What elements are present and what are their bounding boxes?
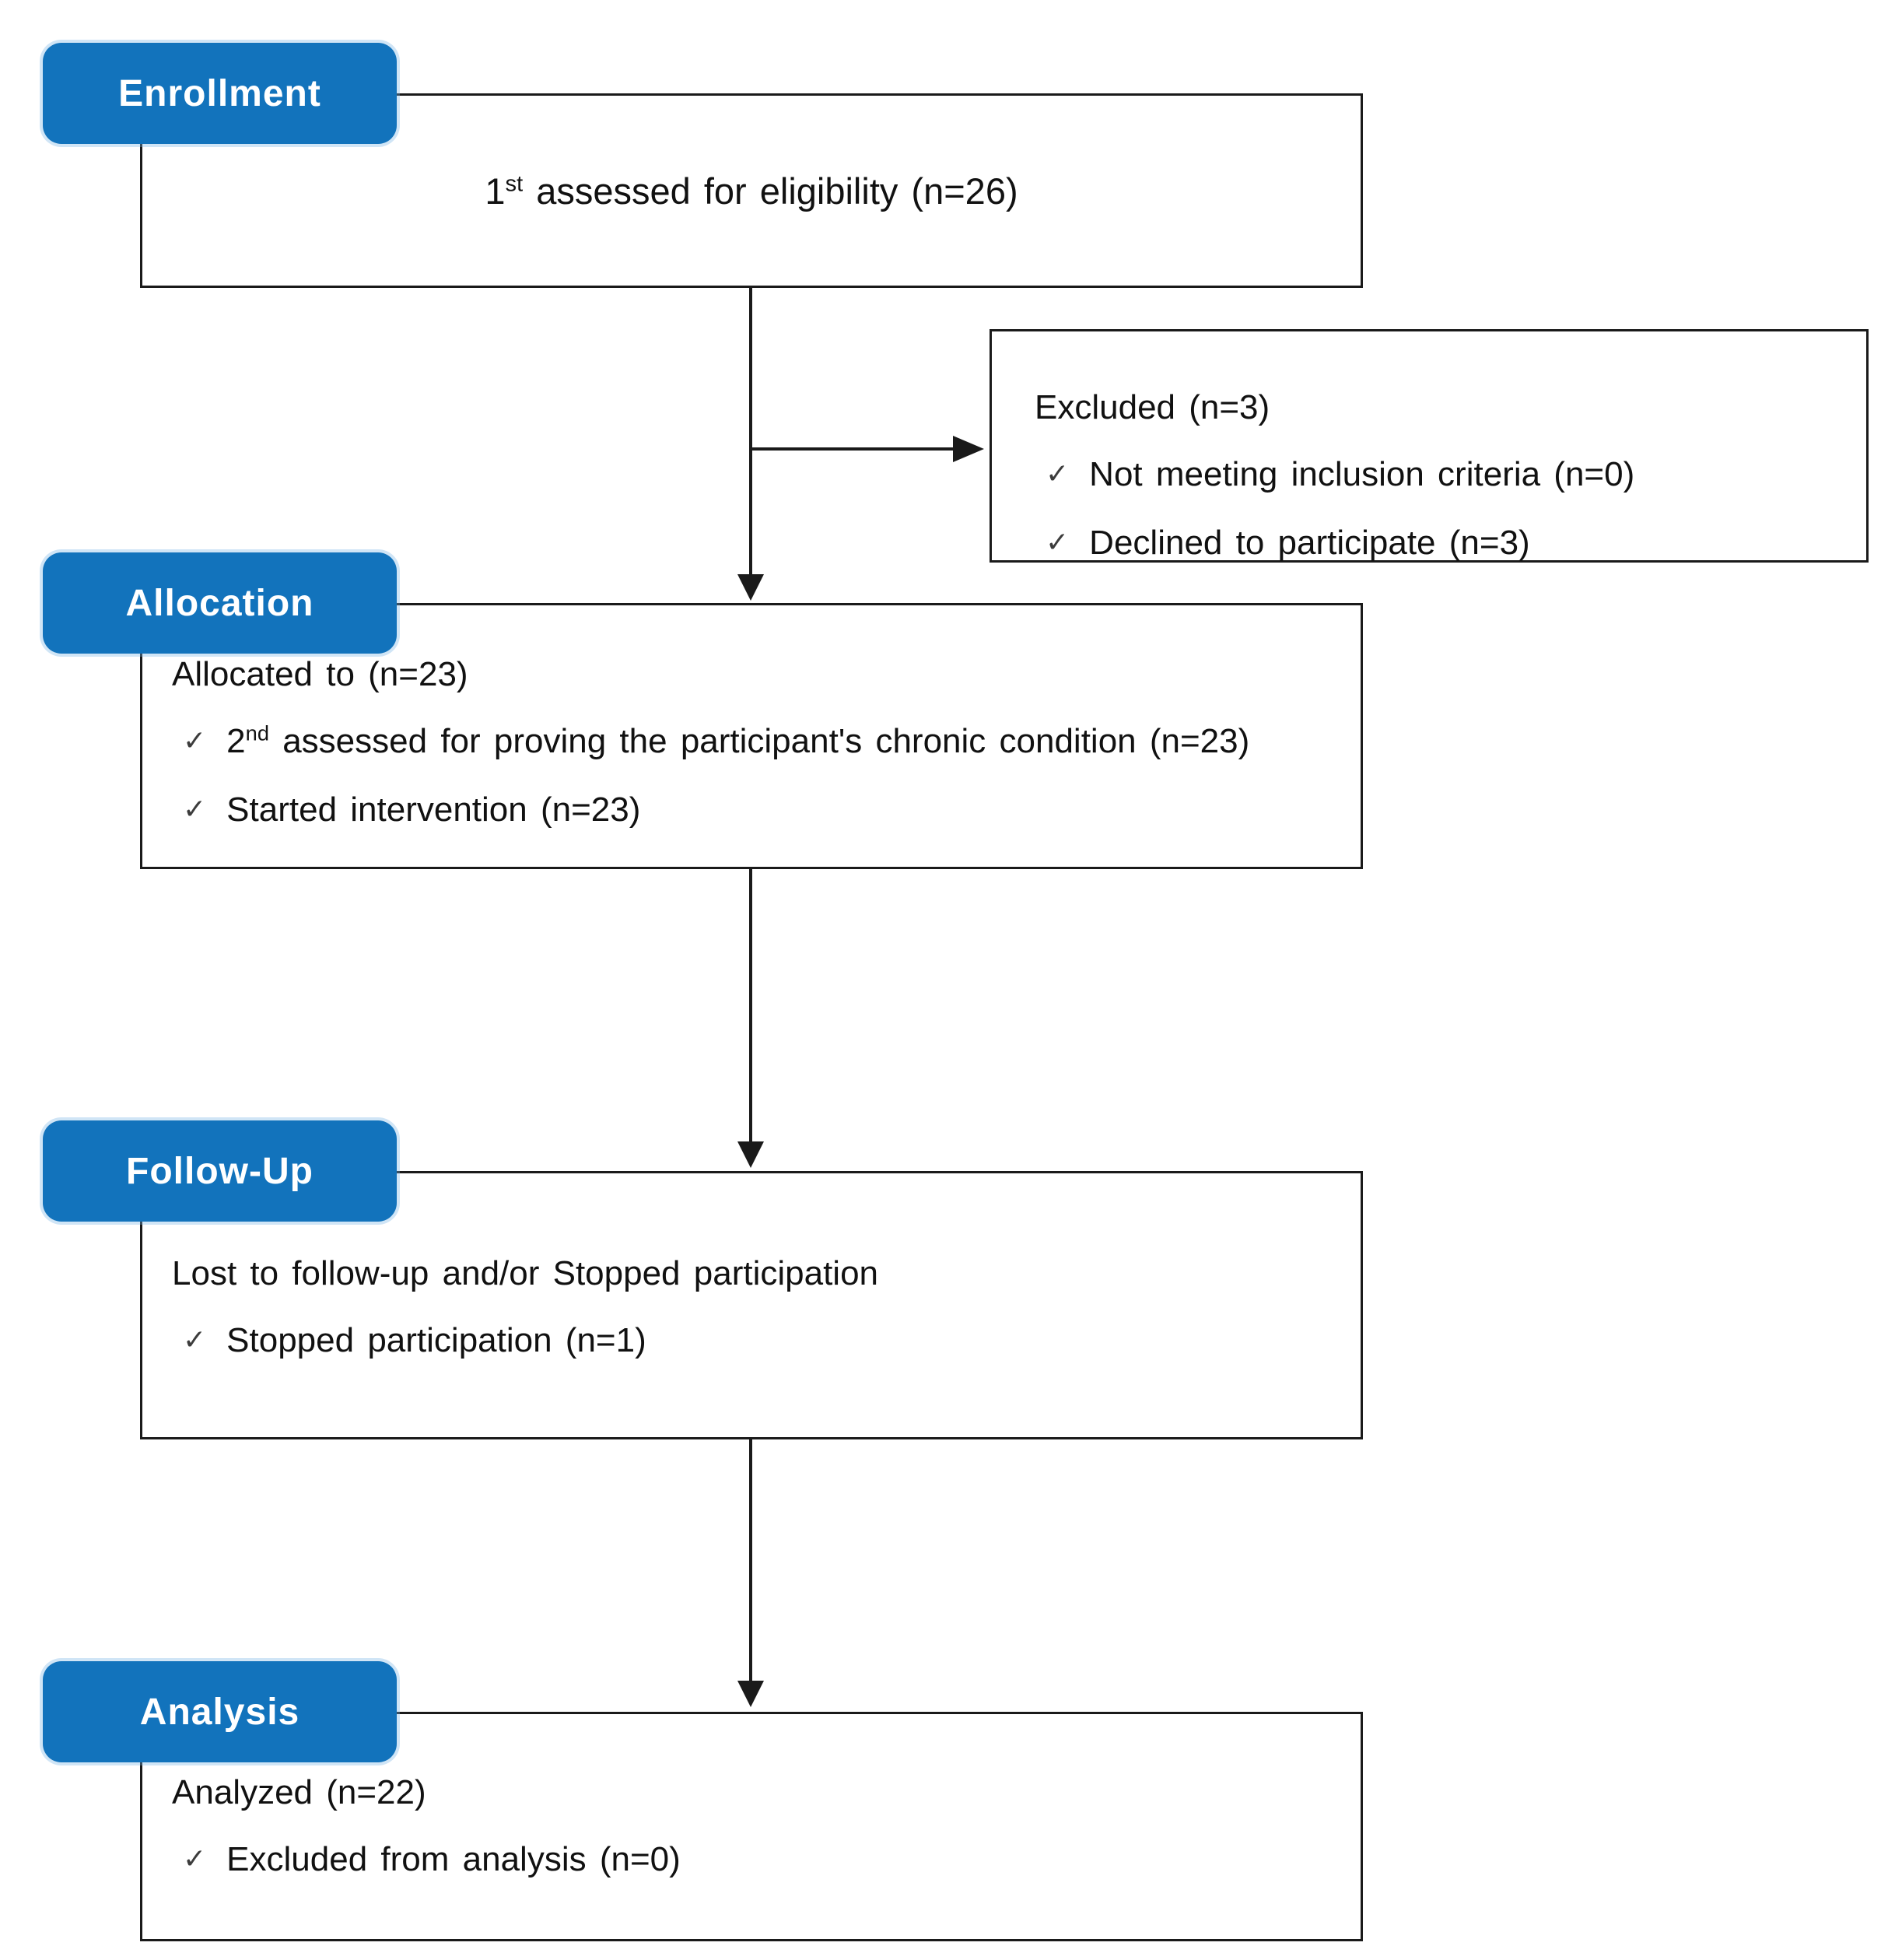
arrowhead-into-excluded [953,436,984,462]
check-icon: ✓ [183,793,207,825]
superscript-nd: nd [245,721,269,745]
followup-title: Lost to follow-up and/or Stopped partici… [172,1254,879,1292]
followup-stage-badge: Follow-Up [43,1120,397,1222]
connector-allocation-to-followup [749,869,752,1141]
check-icon: ✓ [183,1324,207,1355]
connector-followup-to-analysis [749,1439,752,1681]
excluded-title: Excluded (n=3) [1035,388,1270,426]
eligibility-text: 1st assessed for eligibility (n=26) [485,170,1018,212]
allocation-bullet-2: ✓Started intervention (n=23) [172,777,1345,845]
connector-eligibility-to-allocation [749,288,752,574]
arrowhead-into-analysis [737,1681,764,1707]
excluded-bullet-2: ✓Declined to participate (n=3) [1035,510,1843,578]
arrowhead-into-allocation [737,574,764,601]
allocation-bullet-1: ✓2nd assessed for proving the participan… [172,708,1345,777]
connector-to-excluded [751,447,953,451]
check-icon: ✓ [183,724,207,756]
excluded-bullet-1: ✓Not meeting inclusion criteria (n=0) [1035,441,1843,510]
allocation-title: Allocated to (n=23) [172,655,468,693]
allocation-stage-badge: Allocation [43,552,397,654]
analysis-title: Analyzed (n=22) [172,1773,426,1811]
superscript-st: st [505,170,524,196]
analysis-stage-badge: Analysis [43,1661,397,1762]
check-icon: ✓ [183,1843,207,1874]
excluded-box: Excluded (n=3) ✓Not meeting inclusion cr… [990,329,1869,563]
analysis-bullet-1: ✓Excluded from analysis (n=0) [172,1826,1345,1895]
check-icon: ✓ [1046,458,1070,489]
check-icon: ✓ [1046,526,1070,558]
arrowhead-into-followup [737,1141,764,1168]
followup-bullet-1: ✓Stopped participation (n=1) [172,1307,1345,1376]
enrollment-stage-badge: Enrollment [43,43,397,144]
